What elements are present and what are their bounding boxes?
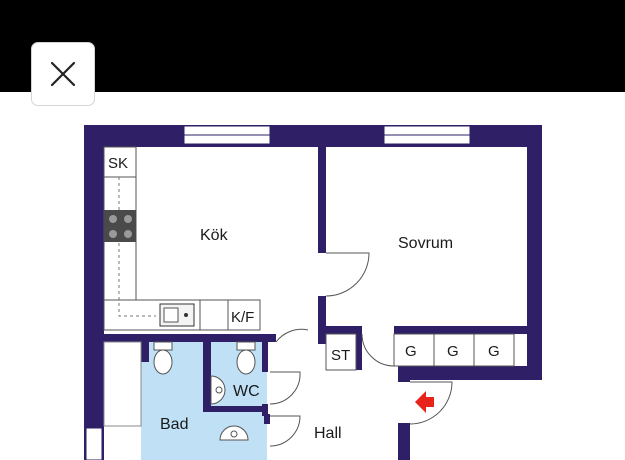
washbasin-icon-wc <box>210 375 226 405</box>
toilet-icon-wc <box>236 341 256 375</box>
sink-icon <box>159 303 195 327</box>
stove-icon <box>104 210 136 242</box>
label-sk: SK <box>108 155 128 172</box>
window-bath <box>85 427 103 460</box>
room-label-sovrum: Sovrum <box>398 235 453 252</box>
label-g-1: G <box>405 343 417 360</box>
label-kf: K/F <box>231 309 254 326</box>
window-kitchen <box>183 125 271 145</box>
washbasin-icon-bath <box>219 425 249 441</box>
window-bedroom <box>383 125 471 145</box>
room-label-kok: Kök <box>200 227 229 244</box>
label-st: ST <box>331 347 350 364</box>
wardrobes <box>325 333 515 371</box>
door-swings <box>269 252 453 447</box>
close-icon <box>50 61 76 87</box>
viewer-topbar <box>0 0 625 92</box>
close-button[interactable] <box>31 42 95 106</box>
room-label-hall: Hall <box>314 425 342 442</box>
entrance-arrow-icon <box>415 391 434 413</box>
label-g-2: G <box>447 343 459 360</box>
bath-cabinet <box>103 341 142 427</box>
room-label-wc: WC <box>233 383 260 400</box>
room-label-bad: Bad <box>160 416 188 433</box>
label-g-3: G <box>488 343 500 360</box>
floor-plan: SK Kök Sovrum K/F ST G G G WC Bad Hall <box>84 125 542 460</box>
counter-dashed-line <box>118 177 156 317</box>
toilet-icon-bath <box>153 341 173 375</box>
